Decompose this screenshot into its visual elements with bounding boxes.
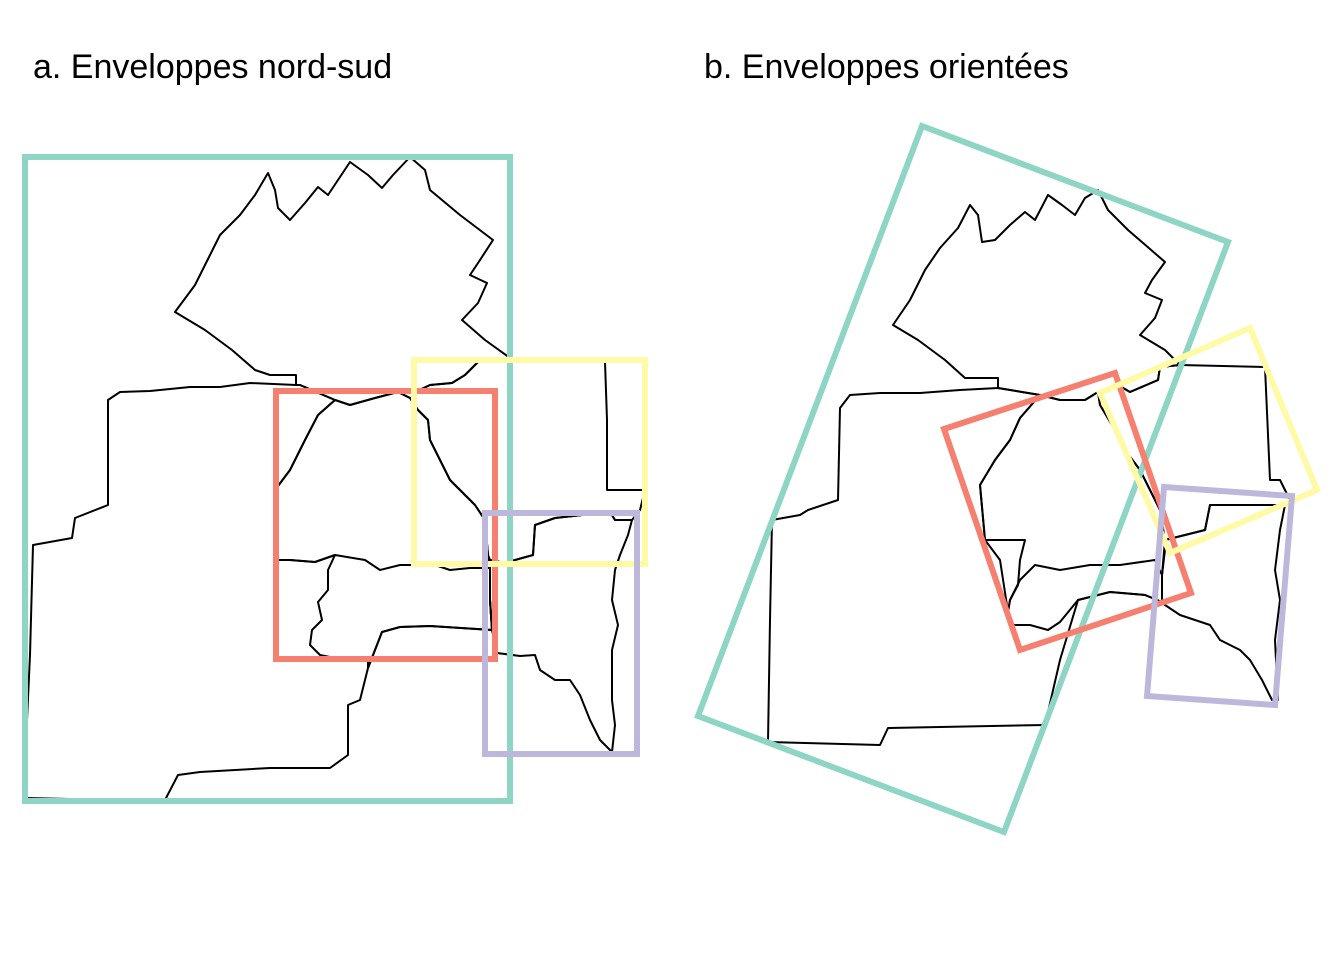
region-center — [274, 391, 493, 669]
region-west — [24, 382, 493, 801]
panel-a-title: a. Enveloppes nord-sud — [33, 48, 393, 86]
region-north — [174, 156, 511, 406]
envelope-a-yellow — [411, 357, 648, 567]
region-center — [979, 391, 1166, 631]
envelope-b-red — [940, 369, 1195, 654]
envelope-b-yellow — [1096, 324, 1321, 557]
panel-b-map — [694, 122, 1321, 836]
region-north — [892, 189, 1181, 401]
region-south-east — [489, 511, 633, 753]
envelope-b-purple — [1143, 483, 1296, 709]
envelope-a-red — [273, 388, 498, 662]
region-south-east — [1161, 504, 1286, 701]
envelope-b-teal — [694, 122, 1232, 836]
panel-a-map — [22, 154, 648, 804]
panel-b-envelopes — [694, 122, 1321, 836]
panel-b-boundaries — [767, 189, 1291, 746]
envelope-a-teal — [22, 154, 513, 804]
panel-a-envelopes — [22, 154, 648, 804]
panel-a-boundaries — [24, 156, 646, 801]
panel-b-title: b. Enveloppes orientées — [704, 48, 1069, 86]
envelope-a-purple — [482, 510, 640, 757]
